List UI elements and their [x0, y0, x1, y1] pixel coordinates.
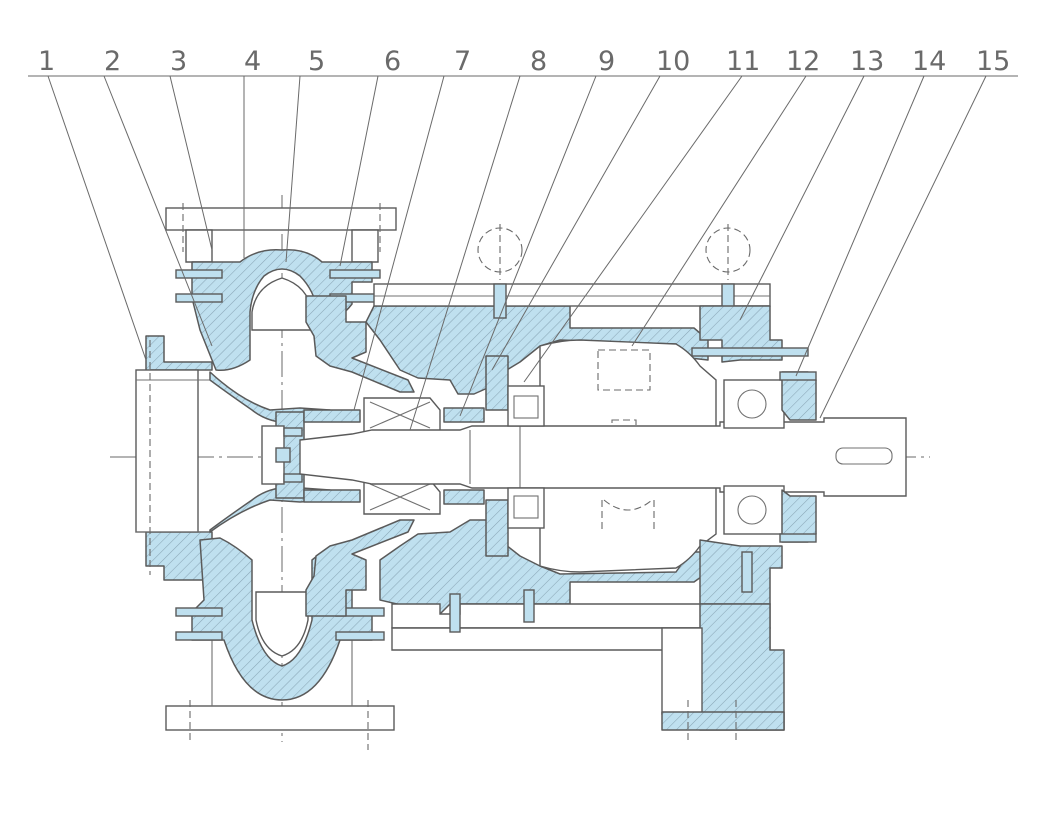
- callout-5: 5: [308, 46, 325, 77]
- callout-numbers: 1 2 3 4 5 6 7 8 9 10 11 12 13 14 15: [38, 46, 1010, 77]
- callout-4: 4: [244, 46, 261, 77]
- callout-13: 13: [850, 46, 884, 77]
- callout-6: 6: [384, 46, 401, 77]
- callout-12: 12: [786, 46, 820, 77]
- callout-2: 2: [104, 46, 121, 77]
- callout-15: 15: [976, 46, 1010, 77]
- callout-3: 3: [170, 46, 187, 77]
- callout-14: 14: [912, 46, 946, 77]
- callout-11: 11: [726, 46, 760, 77]
- leader-lines: [47, 75, 987, 431]
- suction-inlet: [135, 335, 213, 581]
- mechanical-seal: [363, 355, 509, 557]
- support-foot: [661, 603, 785, 742]
- callout-7: 7: [454, 46, 471, 77]
- back-cover: [303, 295, 415, 617]
- shaft: [299, 417, 907, 497]
- callout-9: 9: [598, 46, 615, 77]
- discharge-flange: [165, 203, 397, 263]
- rear-bearing-housing: [691, 305, 817, 605]
- callout-1: 1: [38, 46, 55, 77]
- callout-8: 8: [530, 46, 547, 77]
- front-bearing: [507, 385, 545, 529]
- callout-10: 10: [656, 46, 690, 77]
